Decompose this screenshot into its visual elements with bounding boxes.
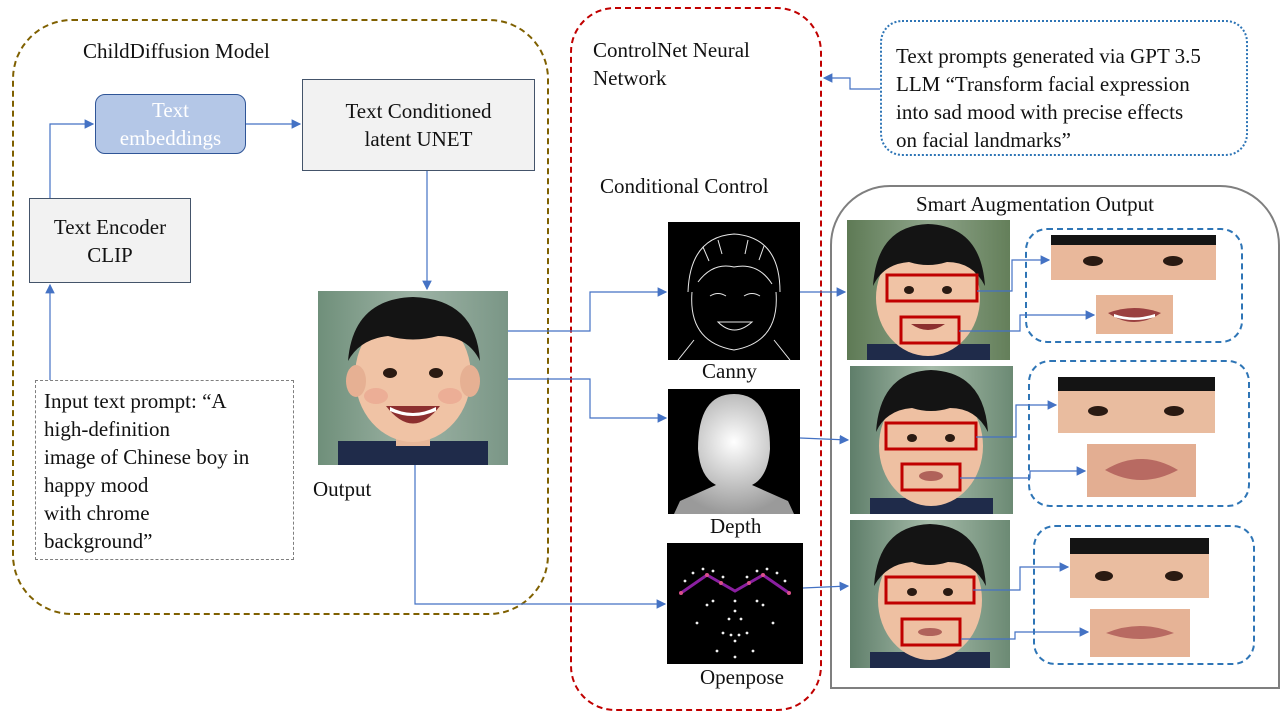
augmentation-region	[830, 185, 1280, 689]
canny-image	[668, 222, 800, 360]
mouth-crop-2	[1087, 444, 1196, 497]
eyes-crop-1	[1051, 235, 1216, 280]
childdiffusion-title: ChildDiffusion Model	[83, 39, 270, 63]
crop-group-3	[1033, 525, 1255, 665]
depth-image	[668, 389, 800, 514]
output-image	[318, 291, 508, 465]
childdiffusion-region	[12, 19, 549, 615]
unet-box: Text Conditioned latent UNET	[302, 79, 535, 171]
openpose-image	[667, 543, 803, 664]
controlnet-region	[570, 7, 822, 711]
eyes-crop-2	[1058, 377, 1215, 433]
gpt-prompt-text: Text prompts generated via GPT 3.5 LLM “…	[896, 44, 1201, 152]
text-embeddings-box: Text embeddings	[95, 94, 246, 154]
mouth-crop-3	[1090, 609, 1190, 657]
input-prompt-box: Input text prompt: “A high-definition im…	[35, 380, 294, 560]
output-label: Output	[313, 477, 372, 501]
augmented-image-1	[847, 220, 1010, 360]
text-encoder-label: Text Encoder CLIP	[53, 214, 167, 267]
input-prompt-text: Input text prompt: “A high-definition im…	[44, 389, 250, 553]
openpose-label: Openpose	[700, 665, 784, 689]
unet-label: Text Conditioned latent UNET	[345, 99, 492, 151]
depth-label: Depth	[710, 514, 762, 538]
augmented-image-3	[850, 520, 1010, 668]
augmented-image-2	[850, 366, 1013, 514]
augmentation-title: Smart Augmentation Output	[916, 192, 1154, 216]
text-embeddings-label: Text embeddings	[119, 98, 222, 150]
gpt-prompt-box	[880, 20, 1248, 156]
canny-label: Canny	[702, 359, 757, 383]
controlnet-title: ControlNet Neural Network	[593, 38, 750, 90]
crop-group-1	[1025, 228, 1243, 343]
text-encoder-box: Text Encoder CLIP	[29, 198, 191, 283]
crop-group-2	[1028, 360, 1250, 507]
mouth-crop-1	[1096, 295, 1173, 334]
conditional-control-label: Conditional Control	[600, 174, 769, 198]
eyes-crop-3	[1070, 538, 1209, 598]
